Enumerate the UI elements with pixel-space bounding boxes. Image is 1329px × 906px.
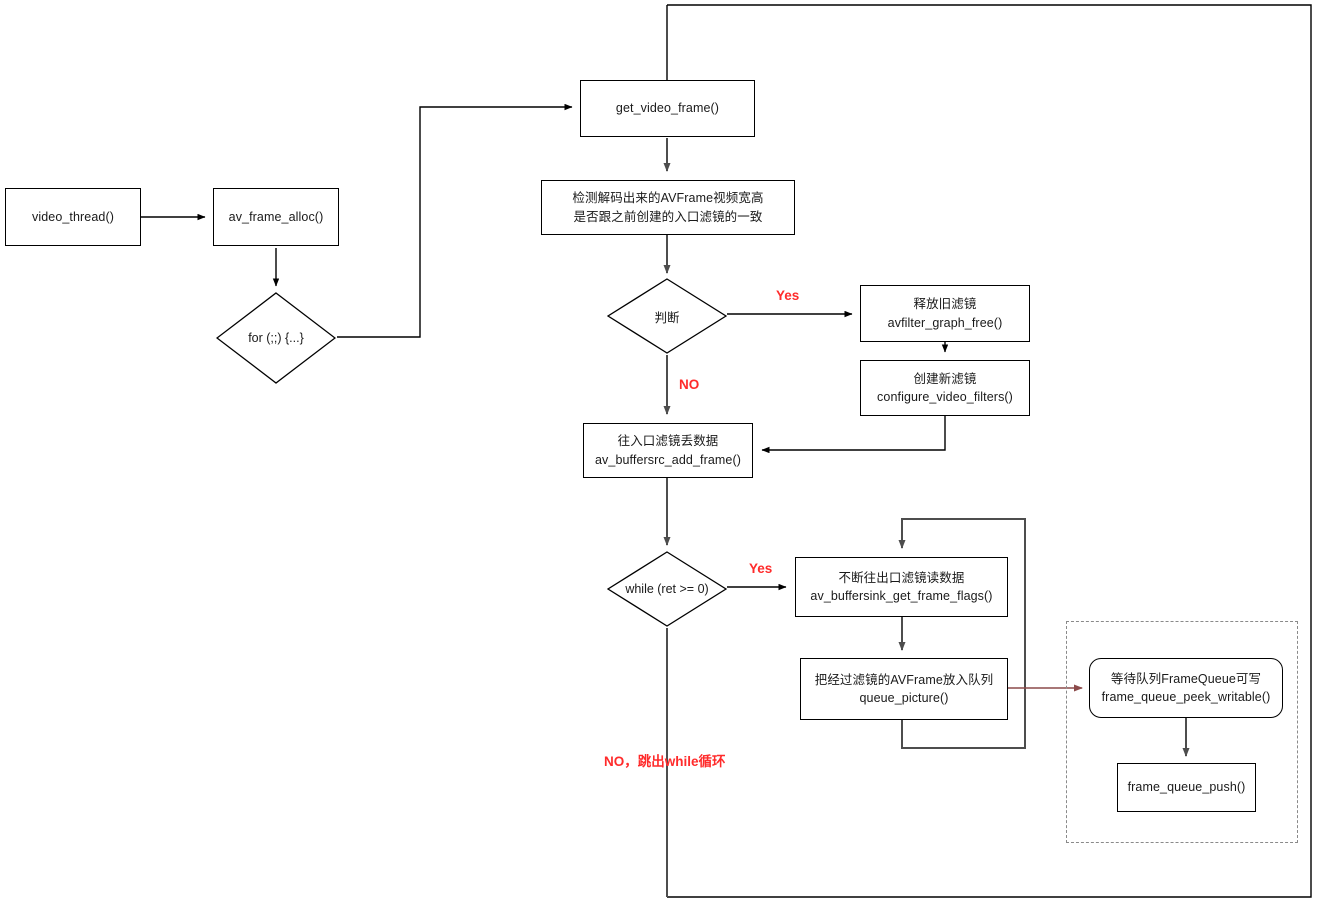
node-decision-judge-label: 判断: [654, 310, 680, 325]
node-queue-picture[interactable]: 把经过滤镜的AVFrame放入队列 queue_picture(): [800, 658, 1008, 720]
node-frame-queue-push[interactable]: frame_queue_push(): [1117, 763, 1256, 812]
node-frame-queue-peek-writable-label: 等待队列FrameQueue可写 frame_queue_peek_writab…: [1101, 671, 1271, 704]
node-get-video-frame[interactable]: get_video_frame(): [580, 80, 755, 137]
node-get-video-frame-label: get_video_frame(): [615, 101, 720, 116]
node-create-new-filter[interactable]: 创建新滤镜 configure_video_filters(): [860, 360, 1030, 416]
node-buffersrc-add-frame-label: 往入口滤镜丢数据 av_buffersrc_add_frame(): [595, 434, 741, 467]
node-av-frame-alloc-label: av_frame_alloc(): [228, 209, 324, 224]
node-for-loop[interactable]: for (;;) {...}: [216, 292, 336, 384]
node-av-frame-alloc[interactable]: av_frame_alloc(): [213, 188, 339, 246]
node-decision-judge[interactable]: 判断: [607, 278, 727, 354]
node-buffersrc-add-frame[interactable]: 往入口滤镜丢数据 av_buffersrc_add_frame(): [583, 423, 753, 478]
node-buffersink-get-frame-label: 不断往出口滤镜读数据 av_buffersink_get_frame_flags…: [810, 570, 993, 603]
edge-create-to-buffersrc: [761, 416, 946, 454]
node-for-loop-label: for (;;) {...}: [248, 331, 304, 345]
node-while-ret[interactable]: while (ret >= 0): [607, 551, 727, 627]
node-check-frame-size-label: 检测解码出来的AVFrame视频宽高 是否跟之前创建的入口滤镜的一致: [572, 191, 764, 224]
node-video-thread[interactable]: video_thread(): [5, 188, 141, 246]
edge-label-judge-no: NO: [679, 377, 700, 392]
edge-label-while-yes: Yes: [749, 561, 773, 576]
node-check-frame-size[interactable]: 检测解码出来的AVFrame视频宽高 是否跟之前创建的入口滤镜的一致: [541, 180, 795, 235]
for-loop-shape: [216, 292, 336, 384]
node-queue-picture-label: 把经过滤镜的AVFrame放入队列 queue_picture(): [814, 672, 994, 705]
node-while-ret-label: while (ret >= 0): [625, 582, 709, 596]
edge-label-while-no: NO，跳出while循环: [604, 754, 726, 769]
node-free-old-filter-label: 释放旧滤镜 avfilter_graph_free(): [887, 297, 1003, 330]
node-frame-queue-peek-writable[interactable]: 等待队列FrameQueue可写 frame_queue_peek_writab…: [1089, 658, 1283, 718]
node-free-old-filter[interactable]: 释放旧滤镜 avfilter_graph_free(): [860, 285, 1030, 342]
node-video-thread-label: video_thread(): [31, 209, 114, 224]
node-frame-queue-push-label: frame_queue_push(): [1127, 780, 1246, 795]
node-create-new-filter-label: 创建新滤镜 configure_video_filters(): [877, 371, 1013, 404]
node-buffersink-get-frame[interactable]: 不断往出口滤镜读数据 av_buffersink_get_frame_flags…: [795, 557, 1008, 617]
edge-label-judge-yes: Yes: [776, 288, 800, 303]
edge-for-to-get-video-frame: [337, 103, 573, 338]
